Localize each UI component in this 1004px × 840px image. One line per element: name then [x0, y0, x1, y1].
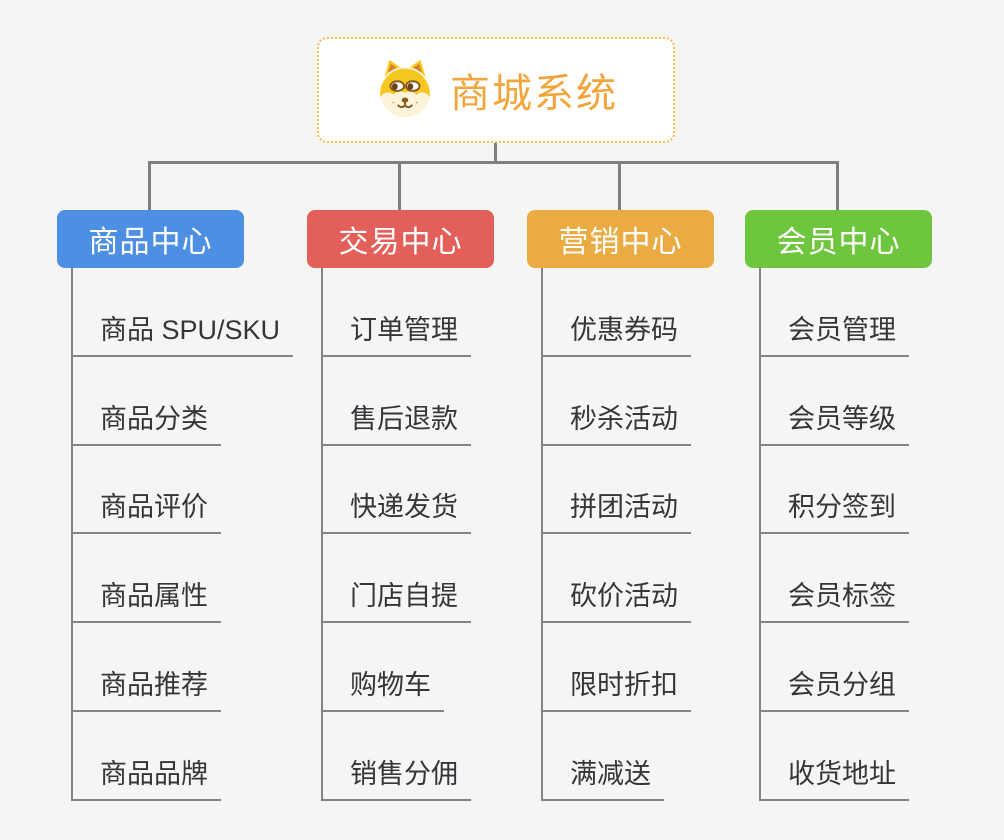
- branch-connector: [618, 161, 621, 210]
- column-connector-line: [541, 268, 543, 799]
- leaf-node[interactable]: 会员等级: [759, 357, 1004, 446]
- root-trunk-connector: [494, 143, 497, 164]
- leaf-node[interactable]: 商品属性: [71, 534, 341, 624]
- branch-label: 商品中心: [88, 226, 213, 259]
- leaf-node[interactable]: 门店自提: [321, 534, 591, 624]
- leaf-node[interactable]: 满减送: [541, 712, 811, 801]
- branch-connector: [398, 161, 401, 210]
- horizontal-connector: [148, 161, 839, 164]
- branch-header-marketing-center[interactable]: 营销中心: [527, 210, 714, 268]
- branch-connector: [836, 161, 839, 210]
- leaf-node[interactable]: 积分签到: [759, 446, 1004, 535]
- branch-label: 营销中心: [558, 226, 683, 259]
- leaf-node[interactable]: 优惠券码: [541, 268, 811, 357]
- leaf-node[interactable]: 秒杀活动: [541, 357, 811, 446]
- branch-header-trade-center[interactable]: 交易中心: [307, 210, 494, 268]
- leaf-node[interactable]: 会员分组: [759, 623, 1004, 712]
- leaf-node[interactable]: 收货地址: [759, 712, 1004, 801]
- leaf-node[interactable]: 售后退款: [321, 357, 591, 446]
- leaf-node[interactable]: 商品 SPU/SKU: [71, 268, 341, 357]
- leaf-node[interactable]: 会员管理: [759, 268, 1004, 357]
- root-title: 商城系统: [450, 72, 618, 116]
- branch-items-product-center: 商品 SPU/SKU 商品分类 商品评价 商品属性 商品推荐 商品品牌: [71, 268, 341, 801]
- leaf-node[interactable]: 订单管理: [321, 268, 591, 357]
- branch-items-member-center: 会员管理 会员等级 积分签到 会员标签 会员分组 收货地址: [759, 268, 1004, 801]
- branch-header-product-center[interactable]: 商品中心: [57, 210, 244, 268]
- branch-items-marketing-center: 优惠券码 秒杀活动 拼团活动 砍价活动 限时折扣 满减送: [541, 268, 811, 801]
- branch-connector: [148, 161, 151, 210]
- leaf-node[interactable]: 商品分类: [71, 357, 341, 446]
- leaf-node[interactable]: 商品推荐: [71, 623, 341, 712]
- branch-label: 交易中心: [338, 226, 463, 259]
- branch-items-trade-center: 订单管理 售后退款 快递发货 门店自提 购物车 销售分佣: [321, 268, 591, 801]
- dog-face-icon: [374, 57, 436, 124]
- leaf-node[interactable]: 拼团活动: [541, 446, 811, 535]
- leaf-node[interactable]: 限时折扣: [541, 623, 811, 712]
- leaf-node[interactable]: 砍价活动: [541, 534, 811, 624]
- branch-label: 会员中心: [776, 226, 901, 259]
- leaf-node[interactable]: 购物车: [321, 623, 591, 712]
- leaf-node[interactable]: 商品评价: [71, 446, 341, 535]
- leaf-node[interactable]: 商品品牌: [71, 712, 341, 801]
- column-connector-line: [759, 268, 761, 799]
- leaf-node[interactable]: 销售分佣: [321, 712, 591, 801]
- column-connector-line: [321, 268, 323, 799]
- column-connector-line: [71, 268, 73, 799]
- leaf-node[interactable]: 快递发货: [321, 446, 591, 535]
- leaf-node[interactable]: 会员标签: [759, 534, 1004, 624]
- branch-header-member-center[interactable]: 会员中心: [745, 210, 932, 268]
- root-node[interactable]: 商城系统: [317, 37, 675, 143]
